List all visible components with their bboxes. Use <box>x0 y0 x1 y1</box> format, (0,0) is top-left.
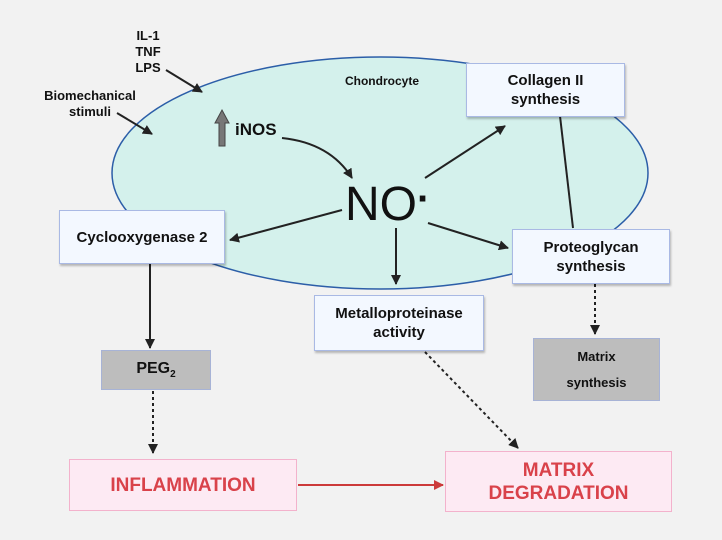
peg2-subscript: 2 <box>170 369 176 381</box>
collagen-proteoglycan-connector <box>559 115 574 229</box>
inos-label: iNOS <box>235 120 277 139</box>
no-to-collagen-arrow <box>424 125 506 179</box>
matrix-degradation-box: MATRIX DEGRADATION <box>445 451 672 512</box>
no-to-cox2-arrow <box>229 209 343 243</box>
peg2-box: PEG2 <box>101 350 211 390</box>
proteoglycan-synthesis-box: Proteoglycan synthesis <box>512 229 670 284</box>
metallo-to-degradation-arrow <box>424 351 519 449</box>
peg2-label: PEG <box>136 359 171 377</box>
no-to-proteoglycan-arrow <box>427 222 509 251</box>
metalloproteinase-box: Metalloproteinase activity <box>314 295 484 351</box>
no-text: NO <box>345 178 417 231</box>
matrix-synthesis-box: Matrix synthesis <box>533 338 660 401</box>
inos-to-no-arrow <box>281 137 353 179</box>
cytokine-lps: LPS <box>135 60 161 75</box>
inos-up-arrow-icon <box>214 108 230 147</box>
cyclooxygenase-box: Cyclooxygenase 2 <box>59 210 225 264</box>
no-radical-dot: · <box>417 177 431 221</box>
collagen-synthesis-box: Collagen II synthesis <box>466 63 625 117</box>
biomechanical-arrow <box>116 112 153 135</box>
chondrocyte-label: Chondrocyte <box>344 74 419 88</box>
biomechanical-label: Biomechanical stimuli <box>44 88 136 119</box>
cytokine-list: IL-1 TNF LPS <box>128 28 168 76</box>
cytokine-arrow <box>165 69 203 93</box>
inflammation-box: INFLAMMATION <box>69 459 297 511</box>
no-label: NO· <box>345 170 430 234</box>
cytokine-tnf: TNF <box>135 44 161 59</box>
cytokine-il1: IL-1 <box>136 28 160 43</box>
